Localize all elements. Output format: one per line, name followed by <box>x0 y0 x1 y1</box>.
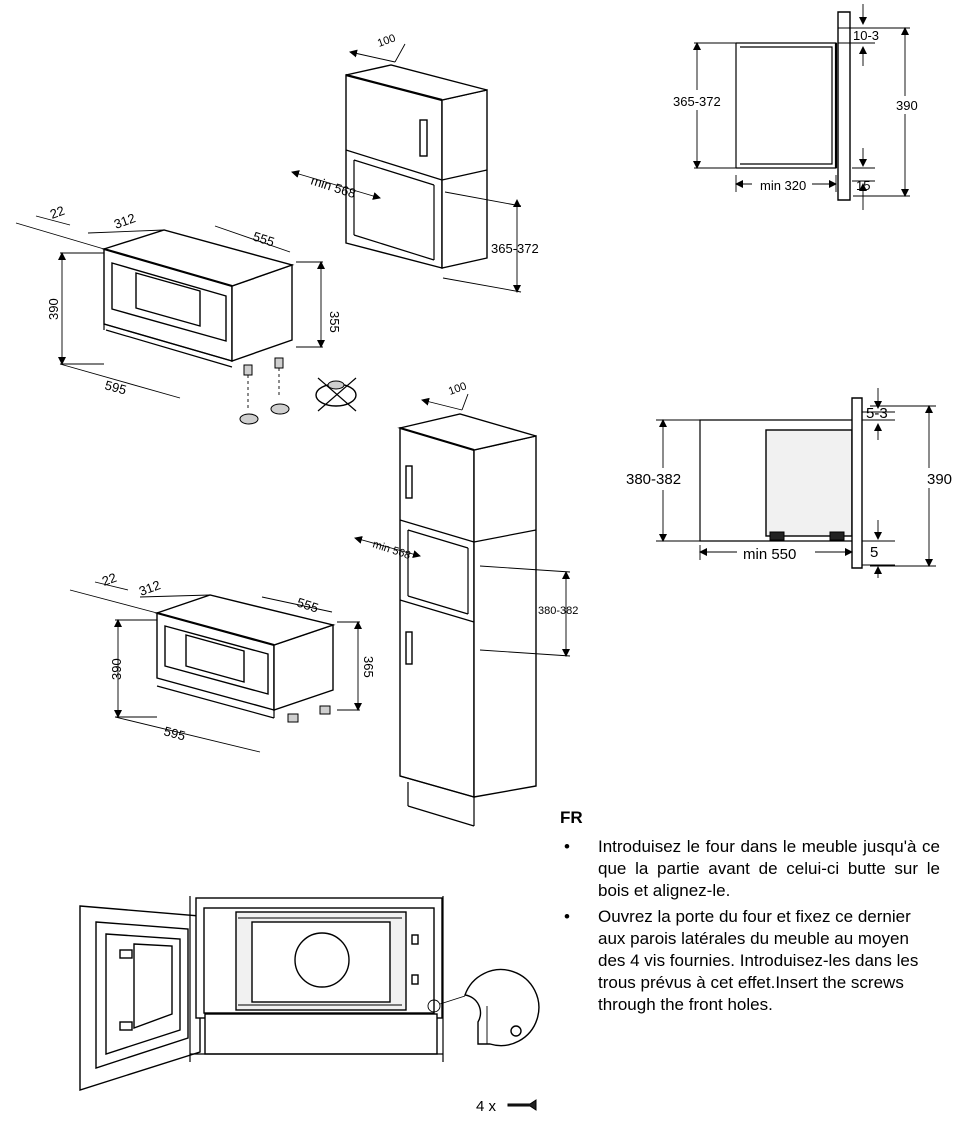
instruction-text: Introduisez le four dans le meuble jusqu… <box>598 837 940 900</box>
mid-cabinet-depth-label: 100 <box>447 380 468 398</box>
section-mid-height-label: 390 <box>927 471 952 488</box>
bullet: • <box>564 907 570 926</box>
instructions: FR • Introduisez le four dans le meuble … <box>560 808 940 1020</box>
instruction-text: Ouvrez la porte du four et fixez ce dern… <box>598 907 919 1014</box>
section-mid-gap-label: 5-3 <box>866 405 888 422</box>
screw-count-label: 4 x <box>476 1098 497 1115</box>
handle-icon <box>405 631 413 665</box>
section-mid-bottom-label: 5 <box>870 544 878 561</box>
installed-oven-open-door <box>79 896 540 1111</box>
top-cabinet-depth-label: 100 <box>376 32 397 50</box>
top-oven-left-height-label: 390 <box>46 298 61 320</box>
bullet: • <box>564 837 570 856</box>
mid-cabinet-height-label: 380-382 <box>538 605 578 617</box>
section-mid-width-label: min 550 <box>743 546 796 563</box>
mid-cabinet <box>354 393 571 827</box>
top-cabinet-height-label: 365-372 <box>491 241 539 256</box>
mid-oven-left-height-label: 390 <box>109 658 124 680</box>
language-heading: FR <box>560 808 583 827</box>
mid-oven-length-label: 555 <box>295 595 320 616</box>
mid-oven-width-label: 595 <box>162 723 187 743</box>
mid-oven <box>69 581 362 753</box>
top-oven-length-label: 555 <box>251 229 276 250</box>
section-top-gap-label: 10-3 <box>853 28 879 43</box>
top-oven-width-label: 595 <box>103 377 128 397</box>
instruction-list: • Introduisez le four dans le meuble jus… <box>560 836 940 1016</box>
section-top-bottom-label: 15 <box>856 178 870 193</box>
mid-oven-depth-label: 22 <box>100 570 119 589</box>
top-cabinet <box>291 43 522 293</box>
top-oven <box>15 215 357 425</box>
list-item: • Ouvrez la porte du four et fixez ce de… <box>560 906 940 1016</box>
section-top-width-label: min 320 <box>760 178 806 193</box>
mid-oven-side-label: 312 <box>137 577 163 599</box>
mid-oven-right-height-label: 365 <box>361 656 376 678</box>
section-top-depth-label: 365-372 <box>673 94 721 109</box>
handle-icon <box>419 119 428 157</box>
top-oven-right-height-label: 355 <box>327 311 342 333</box>
top-oven-side-label: 312 <box>112 210 138 232</box>
section-top-height-label: 390 <box>896 98 918 113</box>
section-mid-depth-label: 380-382 <box>626 471 681 488</box>
handle-icon <box>405 465 413 499</box>
list-item: • Introduisez le four dans le meuble jus… <box>560 836 940 902</box>
top-oven-depth-label: 22 <box>48 203 67 222</box>
screw-icon <box>507 1099 537 1111</box>
